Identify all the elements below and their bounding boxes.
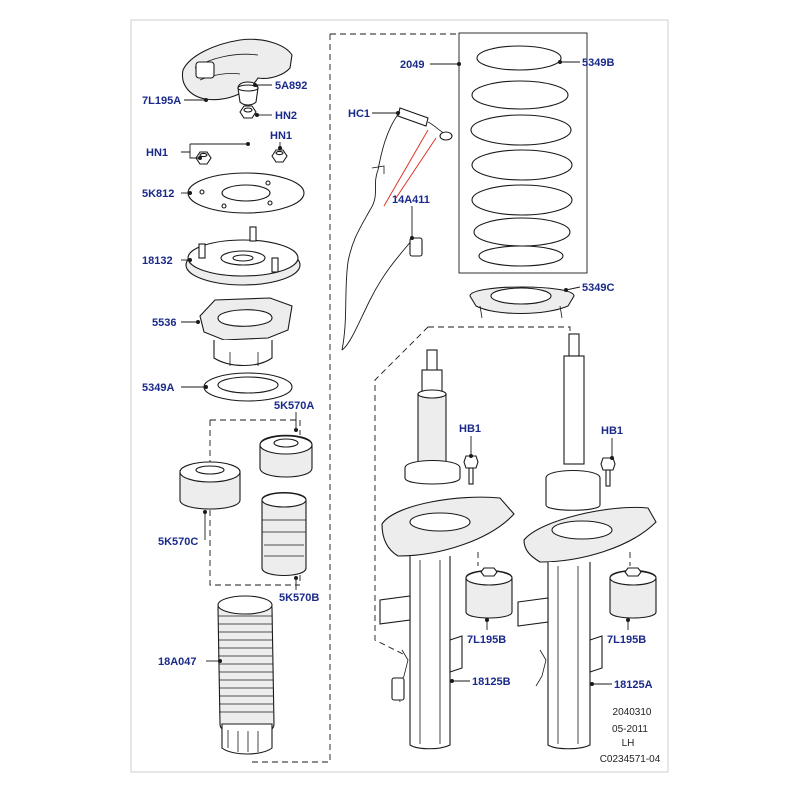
hn1-nut-right [271,149,288,163]
label-5k812: 5K812 [142,188,174,200]
label-7l195b-left: 7L195B [467,634,506,646]
label-hn2: HN2 [275,110,297,122]
7l195b-bushing-right [609,567,657,619]
label-5a892: 5A892 [275,80,307,92]
label-18125b: 18125B [472,676,511,688]
18a047-dust-boot [217,595,275,755]
label-14a411: 14A411 [392,194,430,206]
label-hn1-left: HN1 [146,147,168,159]
label-5536: 5536 [152,317,176,329]
strut-link-dashed [428,326,571,335]
drawing-info-block: 2040310 05-2011 LH C0234571-04 [600,707,661,765]
label-hb1-left: HB1 [459,423,481,435]
label-18125a: 18125A [614,679,653,691]
info-drawing-number: 2040310 [613,707,652,718]
label-7l195a: 7L195A [142,95,181,107]
info-side: LH [622,738,635,749]
2049-coil-spring [470,45,573,267]
5k812-gasket [187,172,305,214]
label-2049: 2049 [400,59,424,71]
7l195b-bushing-left [465,567,513,619]
label-18a047: 18A047 [158,656,197,668]
left-assembly-bracket [248,34,331,763]
18125a-strut [517,333,657,750]
5k570b-bump-stop [261,491,307,577]
strut-b-dashed [374,326,429,656]
5349c-spring-pad [469,286,575,319]
18132-top-mount [185,226,301,286]
label-5349c: 5349C [582,282,614,294]
bushing-alignment-dashes [477,552,631,566]
5349a-ring [203,372,293,402]
5k570c-bump-stop [179,461,241,510]
label-hb1-right: HB1 [601,425,623,437]
info-reference: C0234571-04 [600,754,661,765]
label-18132: 18132 [142,255,173,267]
5536-spring-seat [199,297,293,366]
5k570a-bump-cap [259,434,313,478]
bump-stop-group-box [209,419,301,586]
hn1-nut-left [195,151,212,165]
label-5k570b: 5K570B [279,592,319,604]
harness-highlight-lines [383,129,437,207]
label-7l195b-right: 7L195B [607,634,646,646]
info-date: 05-2011 [612,724,648,735]
spring-group-box [458,32,588,274]
hb1-bolt-right [600,457,616,487]
label-hn1-right: HN1 [270,130,292,142]
hn2-nut [239,105,257,119]
top-mount-cap [237,81,259,106]
label-hc1: HC1 [348,108,370,120]
top-mount-cover [181,38,293,101]
label-5k570c: 5K570C [158,536,198,548]
hb1-bolt-left [463,455,479,485]
diagram-frame [130,19,669,773]
18125b-strut [379,349,515,750]
label-5349a: 5349A [142,382,174,394]
label-5349b: 5349B [582,57,614,69]
leader-lines [181,60,630,686]
label-5k570a: 5K570A [274,400,314,412]
hc1-sensor-harness [341,107,453,351]
